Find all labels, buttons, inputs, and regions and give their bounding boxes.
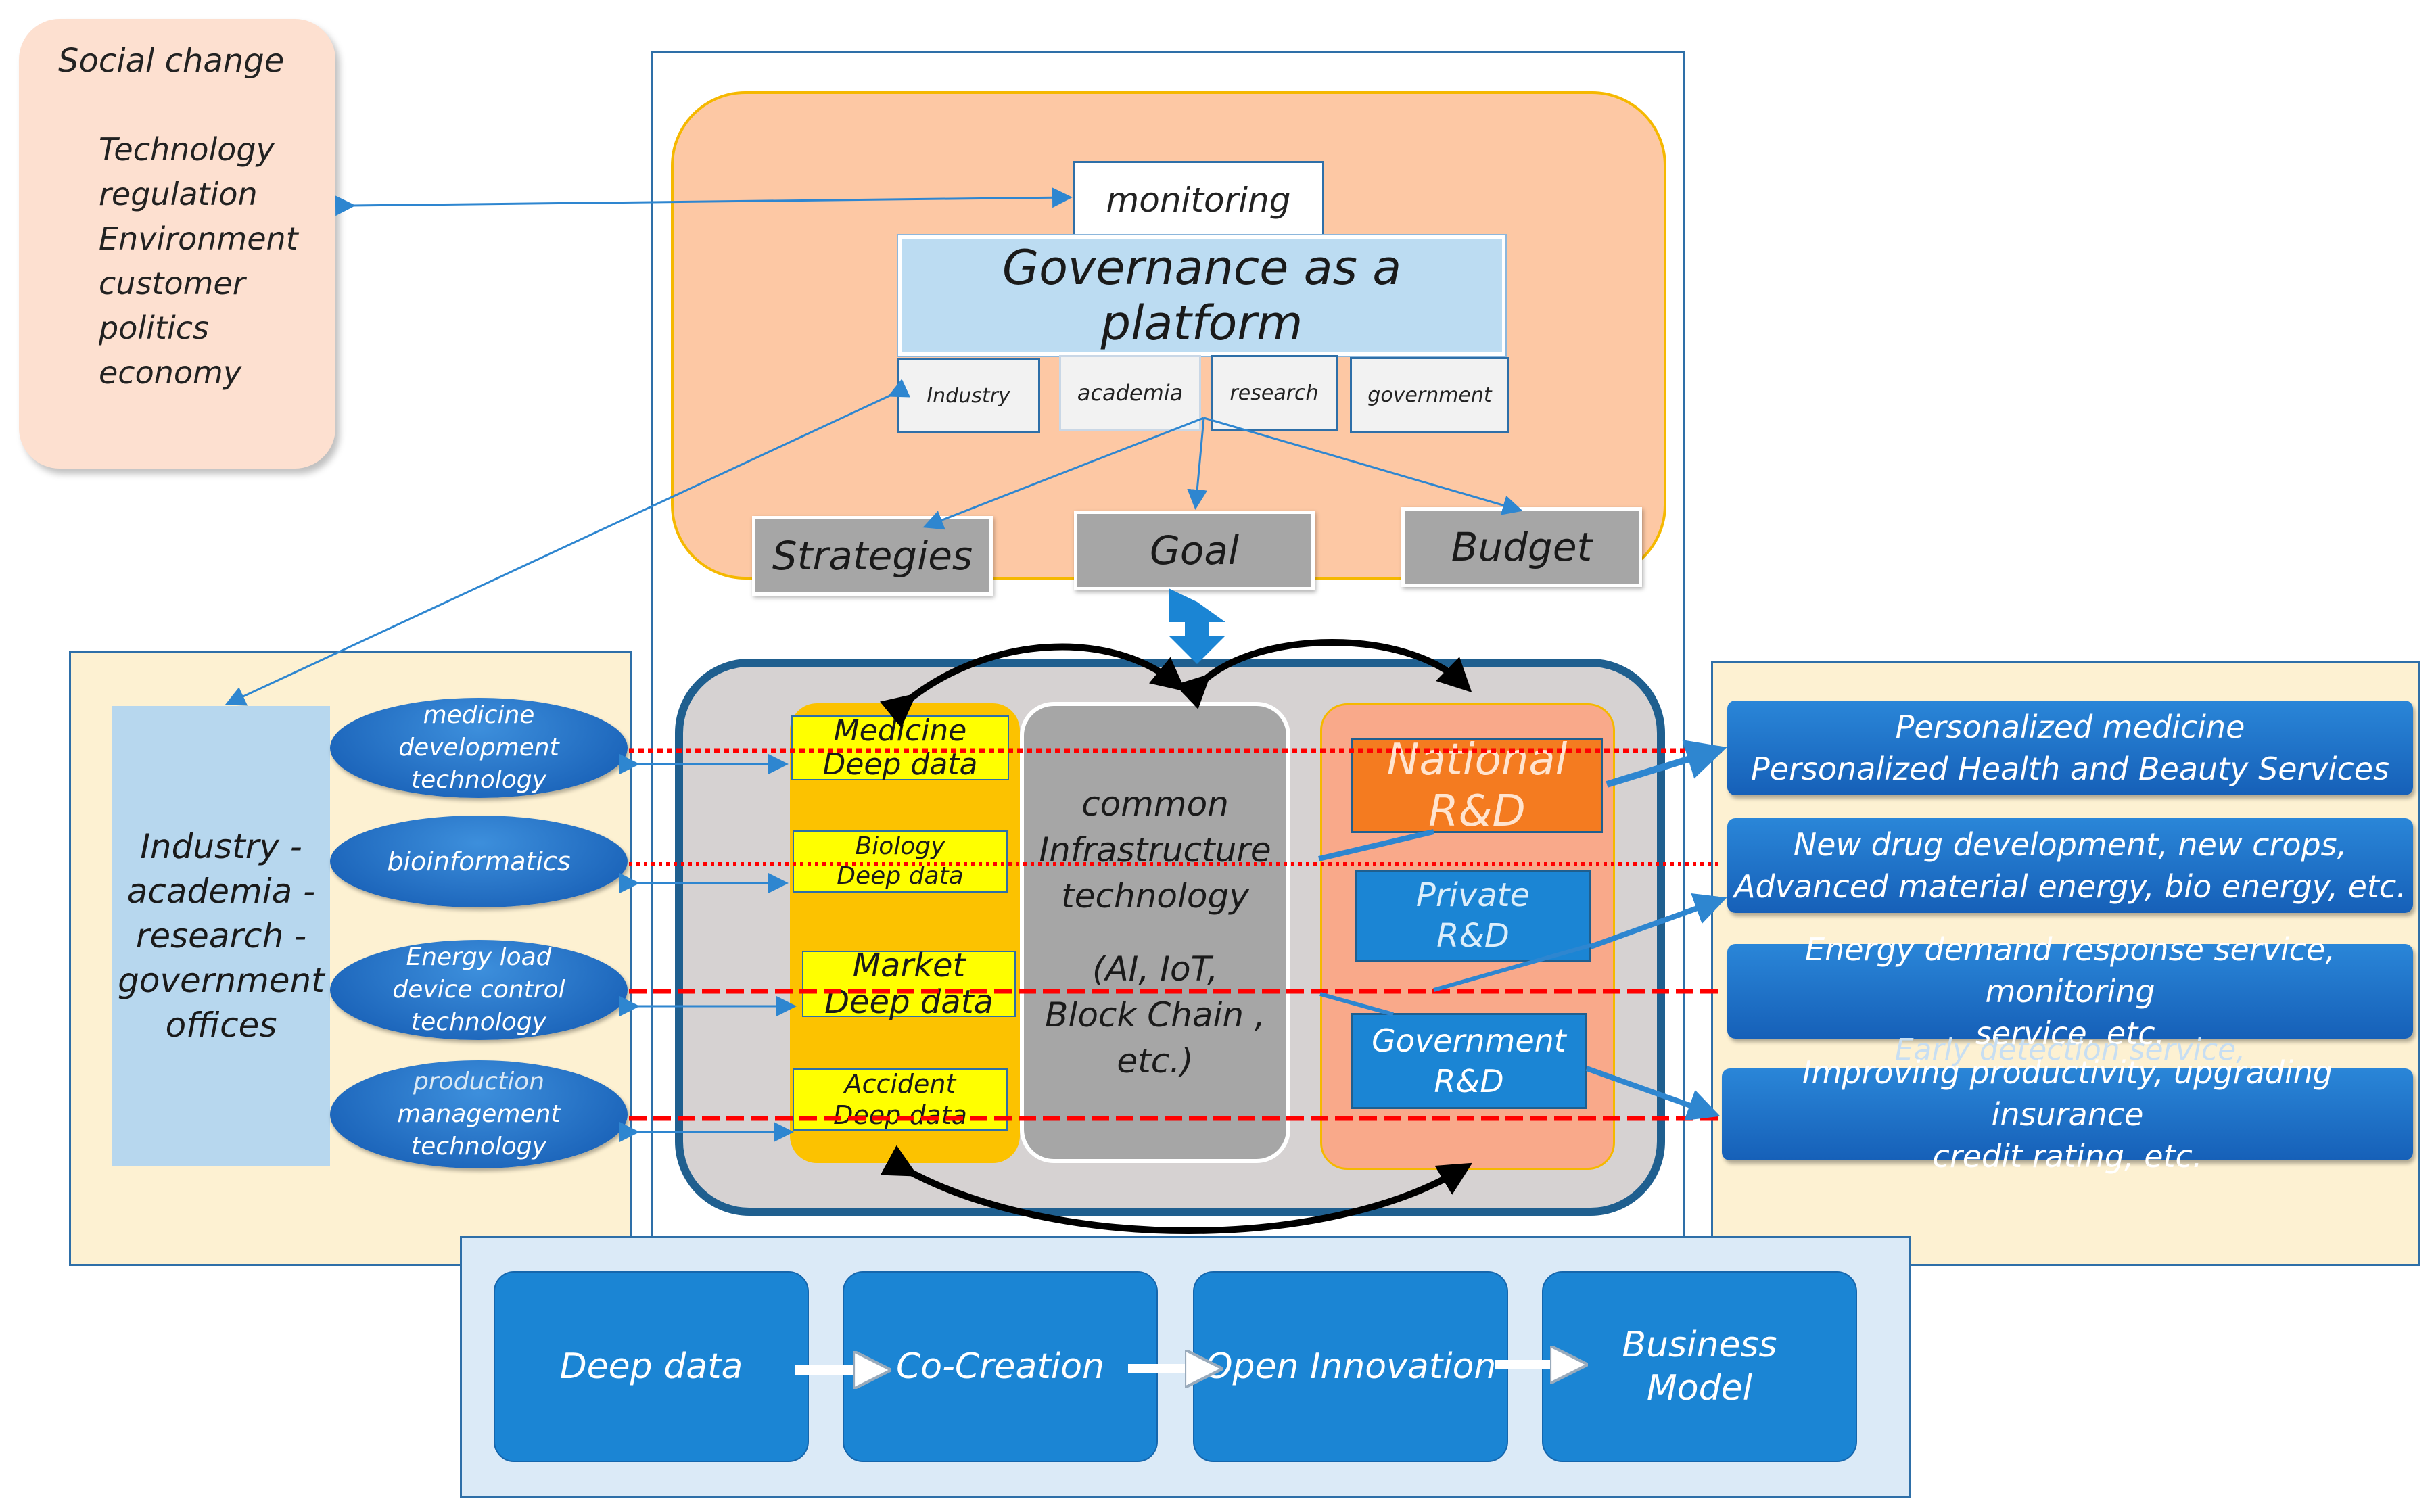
- curve-top-left: [879, 643, 1186, 728]
- flow-step-open-innovation: Open Innovation: [1193, 1271, 1508, 1462]
- service-box-productivity: Improving productivity, upgrading insura…: [1722, 1054, 2413, 1175]
- curve-top-right: [1175, 639, 1472, 709]
- private-rnd-box: Private R&D: [1355, 870, 1591, 962]
- social-item: regulation: [99, 176, 258, 212]
- social-item: Environment: [99, 220, 298, 257]
- flow-step-deep-data: Deep data: [494, 1271, 809, 1462]
- arrow-gov-left: [1319, 992, 1394, 1016]
- flow-step-co-creation: Co-Creation: [843, 1271, 1158, 1462]
- tech-oval-medicine: medicine development technology: [330, 698, 628, 798]
- tech-oval-bioinformatics: bioinformatics: [330, 816, 628, 907]
- early-detection-note: Early detection service,: [1894, 1032, 2246, 1067]
- link-social-monitoring: [335, 187, 1073, 216]
- arrow-national-left: [1318, 829, 1434, 861]
- link-research-strategies: [922, 417, 1204, 530]
- arrow-private-service: [1589, 893, 1727, 949]
- link-research-goal: [1187, 417, 1208, 510]
- deep-data-biology: Biology Deep data: [793, 830, 1008, 893]
- link-industry-offices: [225, 379, 911, 706]
- tech-oval-energy: Energy load device control technology: [330, 940, 628, 1040]
- member-academia: academia: [1059, 355, 1201, 431]
- governance-platform-label: Governance as a platform: [1002, 240, 1402, 351]
- arrow-gov-service: [1585, 1066, 1721, 1121]
- service-box-medicine: Personalized medicine Personalized Healt…: [1727, 701, 2413, 795]
- social-item: customer: [99, 265, 245, 302]
- link-research-budget: [1203, 417, 1523, 515]
- member-industry: Industry: [897, 358, 1040, 433]
- national-rnd-box: National R&D: [1351, 735, 1603, 836]
- arrow-private-left: [1433, 943, 1591, 992]
- goal-box: Goal: [1074, 511, 1315, 590]
- budget-box: Budget: [1401, 507, 1642, 587]
- social-item: Technology: [99, 131, 275, 168]
- social-change-box: Social change Technology regulation Envi…: [19, 19, 335, 469]
- social-change-title: Social change: [58, 42, 285, 80]
- monitoring-label: monitoring: [1106, 181, 1291, 220]
- curve-bottom: [880, 1145, 1473, 1234]
- flow-step-business-model: Business Model: [1542, 1271, 1857, 1462]
- arrow-national-service: [1606, 740, 1727, 788]
- member-research: research: [1211, 355, 1338, 431]
- social-item: economy: [99, 354, 242, 391]
- tech-oval-production: production management technology: [330, 1060, 628, 1168]
- governance-platform-box: Governance as a platform: [897, 234, 1507, 357]
- infrastructure-box: common Infrastructure technology (AI, Io…: [1020, 702, 1290, 1163]
- service-box-energy: Energy demand response service, monitori…: [1727, 931, 2413, 1052]
- goal-core-double-arrow: [1169, 588, 1225, 664]
- service-box-drug: New drug development, new crops, Advance…: [1727, 818, 2413, 913]
- social-change-list: Technology regulation Environment custom…: [99, 127, 298, 395]
- member-government: government: [1350, 357, 1509, 433]
- social-item: politics: [99, 310, 209, 346]
- industry-offices-box: Industry - academia - research - governm…: [112, 706, 330, 1166]
- government-rnd-box: Government R&D: [1351, 1013, 1587, 1109]
